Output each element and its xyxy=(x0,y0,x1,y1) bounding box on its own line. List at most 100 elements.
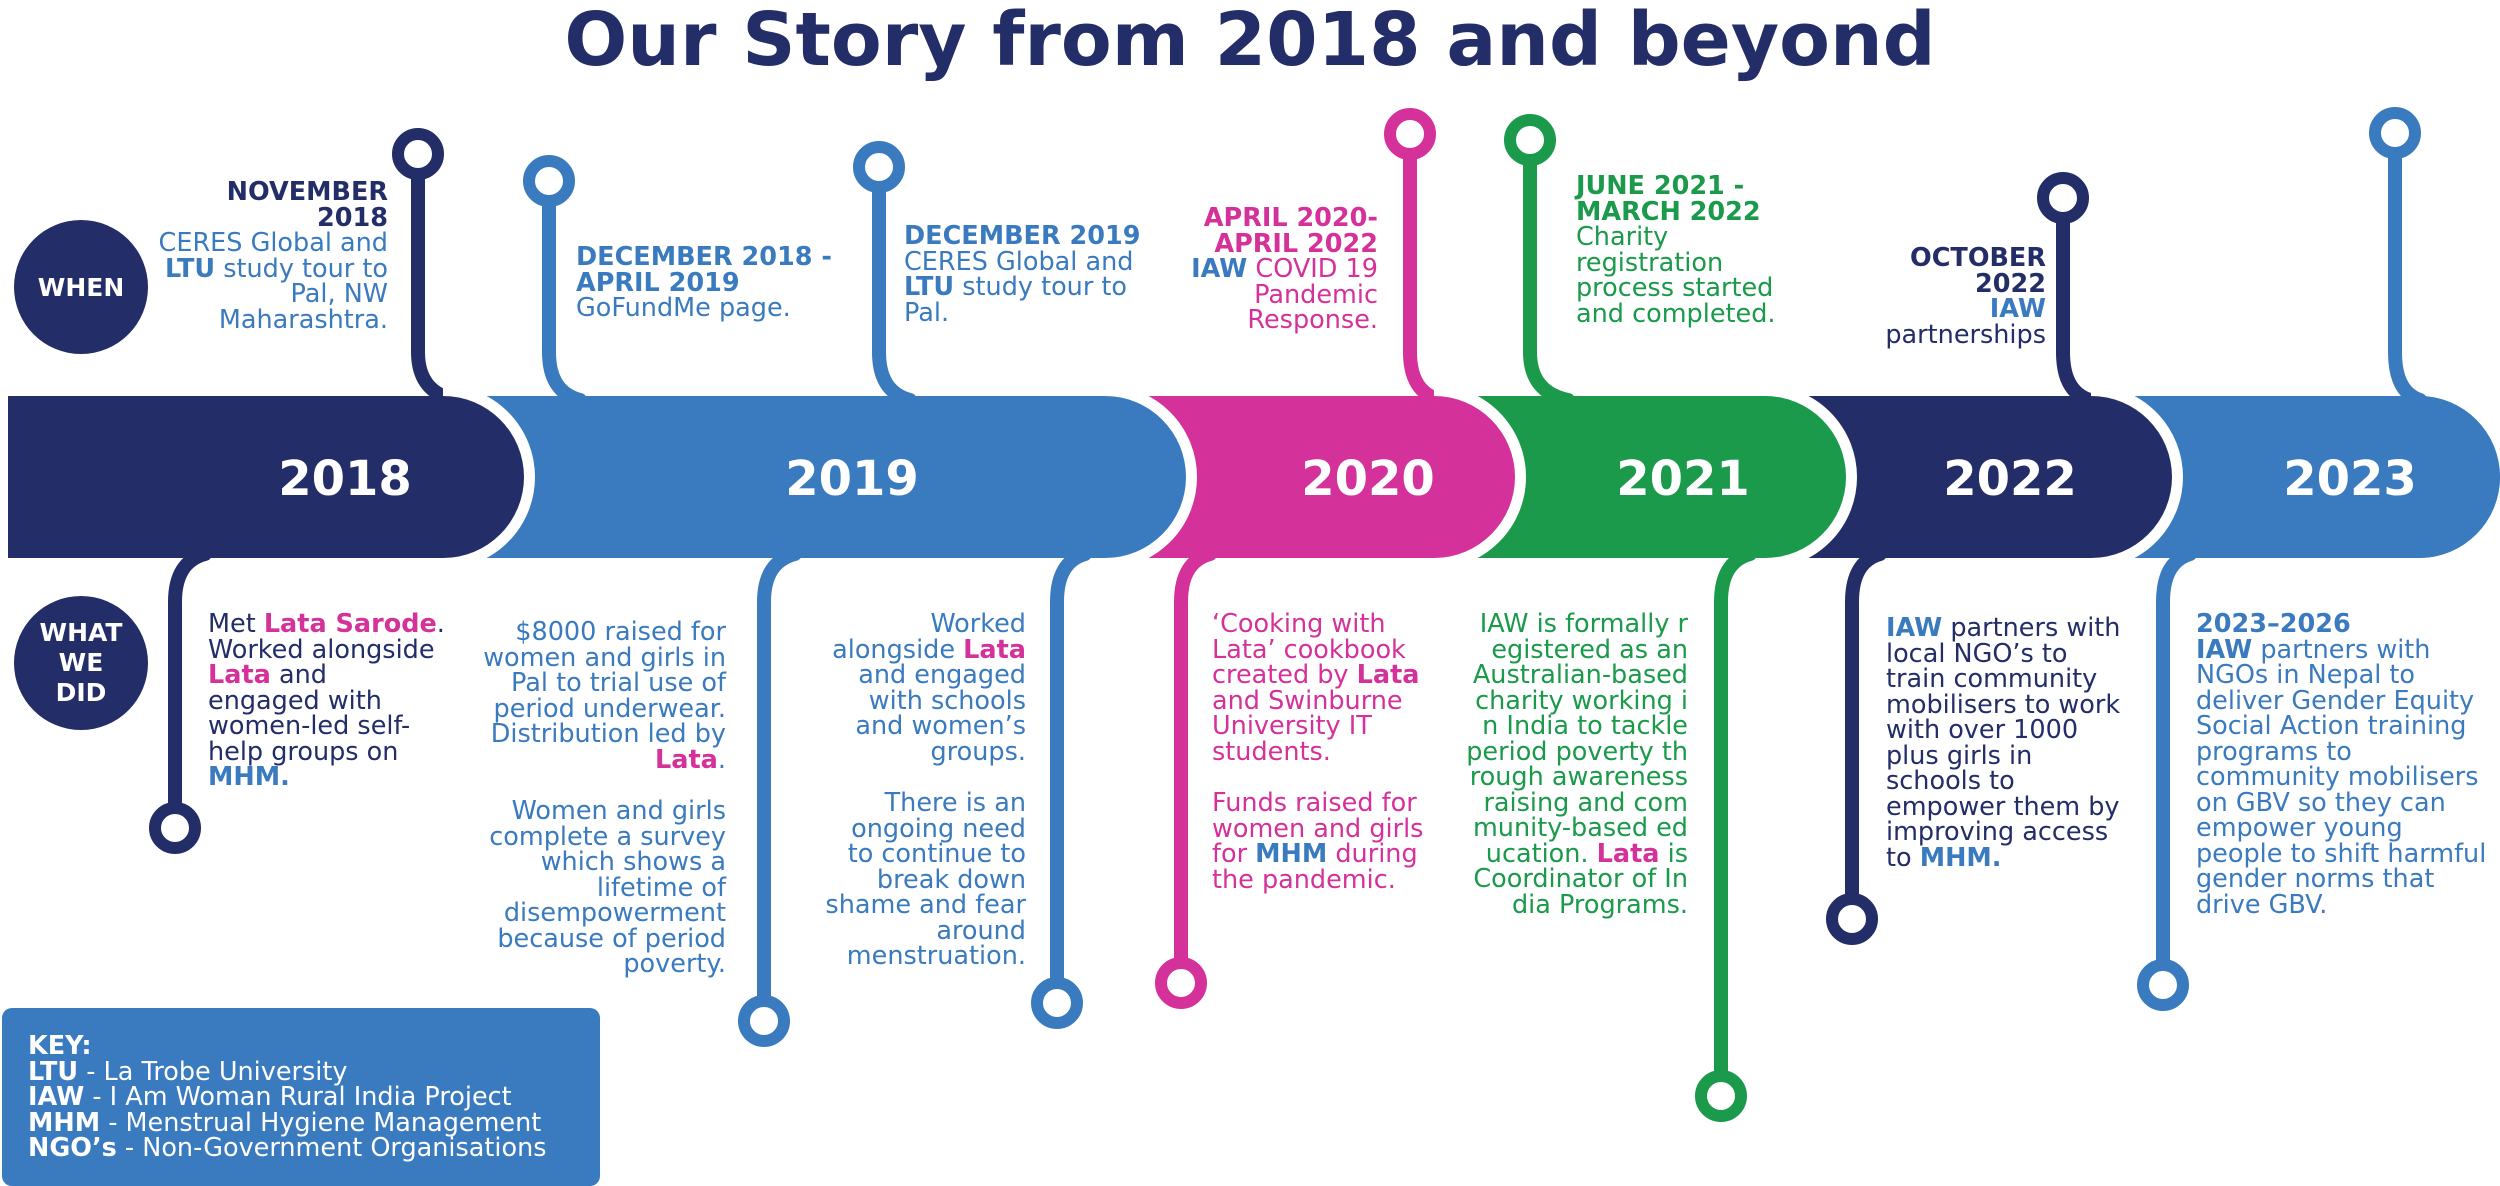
when-text: CERES Global and xyxy=(904,246,1134,277)
year-band xyxy=(1434,396,1846,558)
name-lata: Lata xyxy=(655,744,718,775)
name-lata: Lata xyxy=(963,634,1026,665)
key-box: KEY: LTU - La Trobe University IAW - I A… xyxy=(2,1008,600,1186)
year-band xyxy=(1765,396,2172,558)
key-full: - Non-Government Organisations xyxy=(116,1133,547,1163)
what-we-did-label: WHAT WE DID xyxy=(14,596,148,730)
name-lata: Lata xyxy=(1596,838,1660,869)
abbr-mhm: MHM xyxy=(1255,839,1328,869)
connector-line xyxy=(1845,547,1887,926)
abbr-iaw: IAW xyxy=(1191,254,1248,284)
timeline-node xyxy=(1384,108,1436,160)
what-text: Funds raised for women and girls for xyxy=(1212,788,1424,869)
abbr-iaw: IAW xyxy=(1886,613,1943,643)
year-label: 2019 xyxy=(785,451,919,507)
key-heading: KEY: xyxy=(28,1031,92,1061)
timeline-node xyxy=(1031,977,1083,1029)
connector-line xyxy=(1714,547,1757,1103)
timeline-node xyxy=(149,802,201,854)
what-text: IAW is formally registered as an Austral… xyxy=(1466,609,1688,869)
what-2023: 2023–2026 IAW partners with NGOs in Nepa… xyxy=(2196,609,2488,918)
what-2018: Met Lata Sarode. Worked alongside Lata a… xyxy=(208,609,446,792)
key-item: MHM - Menstrual Hygiene Management xyxy=(28,1107,600,1138)
what-we-did-text: WHAT WE DID xyxy=(39,618,123,707)
when-date: NOVEMBER 2018 xyxy=(226,177,388,233)
key-abbr: IAW xyxy=(28,1082,85,1112)
when-date: OCTOBER 2022 xyxy=(1910,243,2046,299)
what-text: ‘Cooking with Lata’ cookbook created by xyxy=(1212,609,1406,690)
year-label: 2018 xyxy=(278,451,412,507)
what-date: 2023–2026 xyxy=(2196,609,2351,639)
key-abbr: LTU xyxy=(28,1056,79,1087)
key-abbr: MHM xyxy=(28,1107,101,1138)
key-item: NGO’s - Non-Government Organisations xyxy=(28,1133,600,1163)
what-text: Met xyxy=(208,609,256,639)
what-text: and engaged with schools and women’s gro… xyxy=(855,660,1026,767)
connector-line xyxy=(2388,126,2427,407)
what-text: and Swinburne University IT students. xyxy=(1212,685,1403,767)
when-dec-2019: DECEMBER 2019 CERES Global and LTU study… xyxy=(904,221,1154,328)
connector-line xyxy=(1050,547,1092,1010)
what-2020: ‘Cooking with Lata’ cookbook created by … xyxy=(1212,609,1432,895)
name-lata: Lata xyxy=(208,660,271,690)
key-full: - I Am Woman Rural India Project xyxy=(84,1082,512,1112)
year-band xyxy=(1105,396,1515,558)
timeline-node xyxy=(392,128,444,180)
year-band xyxy=(2091,396,2500,558)
what-2022: IAW partners with local NGO’s to train c… xyxy=(1886,613,2134,873)
when-text: CERES Global and xyxy=(158,228,388,258)
key-item: LTU - La Trobe University xyxy=(28,1056,600,1087)
timeline-node xyxy=(738,995,790,1047)
timeline-node xyxy=(2137,959,2189,1011)
year-band xyxy=(8,396,524,558)
what-text: is Coordinator of India Programs. xyxy=(1473,838,1688,920)
timeline-node xyxy=(1504,114,1556,166)
what-text: Worked alongside xyxy=(832,609,1026,665)
name-lata: Lata xyxy=(1356,660,1420,690)
page-title: Our Story from 2018 and beyond xyxy=(564,0,1936,83)
abbr-ltu: LTU xyxy=(164,253,216,284)
connector-line xyxy=(411,147,462,407)
what-text: partners with local NGO’s to train commu… xyxy=(1886,613,2121,873)
when-text: study tour to Pal, NW Maharashtra. xyxy=(218,253,388,335)
timeline-node xyxy=(1826,893,1878,945)
when-date: APRIL 2020- APRIL 2022 xyxy=(1203,203,1378,259)
year-label: 2023 xyxy=(2283,451,2417,507)
what-2019-a: $8000 raised for women and girls in Pal … xyxy=(470,619,726,978)
timeline-node xyxy=(523,155,575,207)
what-text: during the pandemic. xyxy=(1212,839,1418,895)
when-text: COVID 19 Pandemic Response. xyxy=(1247,254,1378,335)
when-text: Charity registration process started and… xyxy=(1576,222,1776,329)
abbr-ltu: LTU xyxy=(904,272,955,302)
when-oct-2022: OCTOBER 2022 IAW partnerships xyxy=(1836,243,2046,350)
name-lata-sarode: Lata Sarode xyxy=(263,609,437,639)
what-2019-b: Worked alongside Lata and engaged with s… xyxy=(820,609,1026,971)
timeline-node xyxy=(853,141,905,193)
connector-line xyxy=(1174,547,1217,990)
when-date: DECEMBER 2018 - APRIL 2019 xyxy=(576,242,832,298)
when-apr-2020: APRIL 2020- APRIL 2022 IAW COVID 19 Pand… xyxy=(1186,203,1378,335)
key-full: - Menstrual Hygiene Management xyxy=(100,1107,542,1138)
abbr-mhm: MHM. xyxy=(208,762,290,792)
when-label: WHEN xyxy=(14,220,148,354)
key-item: IAW - I Am Woman Rural India Project xyxy=(28,1082,600,1112)
year-label: 2021 xyxy=(1616,451,1750,507)
when-nov-2018: NOVEMBER 2018 CERES Global and LTU study… xyxy=(150,177,388,335)
connector-line xyxy=(757,547,802,1028)
when-text: study tour to Pal. xyxy=(904,272,1128,328)
abbr-iaw: IAW xyxy=(1989,294,2046,324)
timeline-node xyxy=(1155,957,1207,1009)
key-full: - La Trobe University xyxy=(78,1056,348,1087)
year-band xyxy=(443,396,1186,558)
what-2021: IAW is formally registered as an Austral… xyxy=(1466,609,1688,920)
connector-line xyxy=(2156,547,2197,992)
timeline-node xyxy=(2037,172,2089,224)
timeline-node xyxy=(1695,1070,1747,1122)
when-date: DECEMBER 2019 xyxy=(904,221,1141,251)
connector-line xyxy=(168,547,212,835)
what-text: and engaged with women-led self-help gro… xyxy=(208,660,411,767)
abbr-mhm: MHM. xyxy=(1919,842,2002,873)
when-text: partnerships xyxy=(1885,319,2046,350)
what-text: There is an ongoing need to continue to … xyxy=(825,788,1026,971)
